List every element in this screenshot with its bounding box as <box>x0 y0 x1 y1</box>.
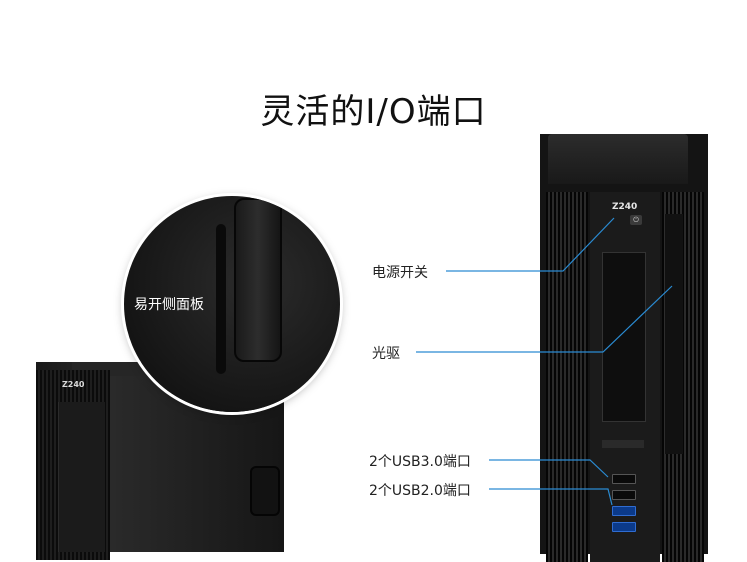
callout-lines <box>416 217 673 506</box>
optical-callout-line <box>416 285 673 353</box>
optical-drive-callout: 光驱 <box>372 346 400 362</box>
side-panel-handle <box>250 466 280 516</box>
usb3-callout-line <box>489 459 609 478</box>
zoom-label: 易开侧面板 <box>134 297 204 313</box>
usb-port-icon <box>612 506 636 516</box>
usb-port-icon <box>612 490 636 500</box>
front-vent <box>602 440 644 448</box>
usb-port-icon <box>612 474 636 484</box>
usb2-callout-line <box>489 488 613 506</box>
optical-drive <box>664 214 683 454</box>
power-callout-line <box>446 217 615 272</box>
usb-port-icon <box>612 522 636 532</box>
tower-left-grille <box>546 192 588 562</box>
tower-top <box>548 134 688 184</box>
left-tower-brand: Z240 <box>62 380 85 389</box>
drive-bay <box>602 252 646 422</box>
left-tower-bay-panel <box>58 402 105 552</box>
page-title: 灵活的I/O端口 <box>260 92 487 132</box>
latch-slot <box>216 224 226 374</box>
usb3-callout: 2个USB3.0端口 <box>369 454 471 470</box>
right-workstation-image: Z240 ⏻ <box>540 134 708 562</box>
power-button-icon: ⏻ <box>630 215 642 225</box>
side-panel-latch <box>234 198 282 362</box>
side-panel-zoom-circle: 易开侧面板 <box>124 196 340 412</box>
tower-brand: Z240 <box>612 202 638 212</box>
usb2-callout: 2个USB2.0端口 <box>369 483 471 499</box>
power-switch-callout: 电源开关 <box>372 265 428 281</box>
